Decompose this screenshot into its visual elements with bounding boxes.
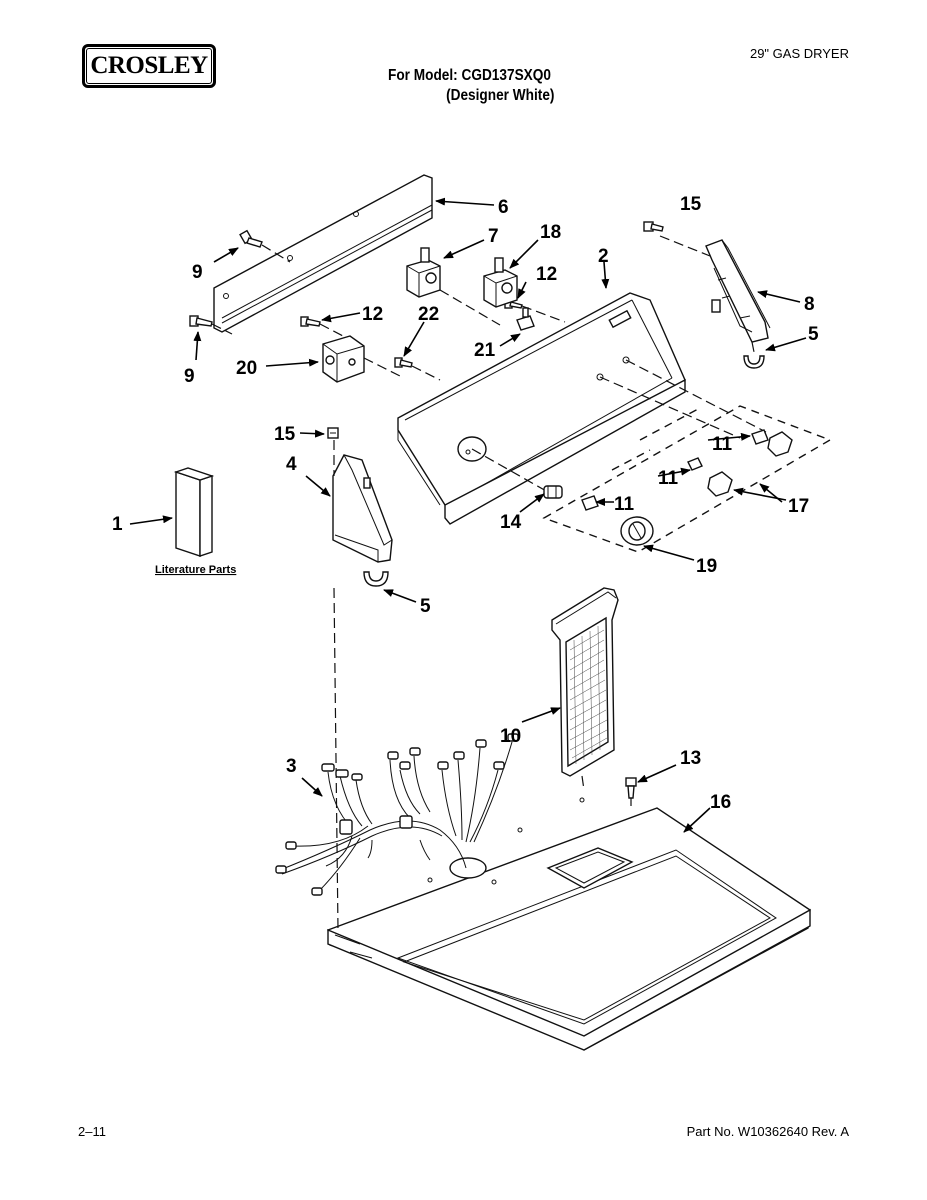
callout-6: 6 <box>498 197 509 218</box>
callout-12-left: 12 <box>362 304 383 325</box>
callout-18: 18 <box>540 222 561 243</box>
part-9-screw-bottom <box>189 315 233 335</box>
part-5-clip-right <box>743 355 765 369</box>
part-22-screw <box>394 357 441 381</box>
callout-21: 21 <box>474 340 496 361</box>
callout-3: 3 <box>286 756 297 777</box>
brand-name: CROSLEY <box>90 52 208 79</box>
part-knob-mid <box>707 471 733 497</box>
part-7-switch <box>406 247 501 326</box>
part-12-screw-right <box>504 299 566 323</box>
logo-frame: CROSLEY <box>86 48 212 84</box>
part-17-knob-kit-outline <box>542 405 832 553</box>
callout-19: 19 <box>696 556 717 577</box>
part-20-timer <box>322 335 401 383</box>
part-15-screw-right <box>643 221 664 232</box>
part-9-screw-top <box>239 229 291 263</box>
part-14-bushing <box>543 485 563 499</box>
callout-1: 1 <box>112 514 123 535</box>
callout-22: 22 <box>418 304 439 325</box>
part-18-switch <box>483 257 518 308</box>
callout-9-bottom: 9 <box>184 366 195 387</box>
callout-labels: 6 7 18 15 2 9 12 8 12 22 5 9 20 21 15 11… <box>112 194 819 813</box>
part-15-screw-left <box>327 427 339 439</box>
callout-12-right: 12 <box>536 264 557 285</box>
part-10-lint-screen <box>551 587 619 791</box>
part-2-console <box>397 292 767 525</box>
part-11-spring-mid <box>687 457 703 471</box>
callout-15-top: 15 <box>680 194 702 215</box>
model-line: For Model: CGD137SXQ0 <box>388 67 551 84</box>
callout-11-mid: 11 <box>658 468 679 489</box>
callout-17: 17 <box>788 496 809 517</box>
callout-5-left: 5 <box>420 596 431 617</box>
crosley-logo: CROSLEY <box>82 44 216 88</box>
literature-parts-label: Literature Parts <box>155 564 236 576</box>
model-heading: For Model: CGD137SXQ0 (Designer White) <box>388 66 554 106</box>
part-3-wire-harness <box>275 733 519 896</box>
callout-7: 7 <box>488 226 499 247</box>
callout-14: 14 <box>500 512 522 533</box>
callout-9-top: 9 <box>192 262 203 283</box>
callout-20: 20 <box>236 358 257 379</box>
callout-arrows <box>129 197 807 833</box>
callout-5-right: 5 <box>808 324 819 345</box>
callout-11-top: 11 <box>712 434 733 455</box>
callout-11-left: 11 <box>614 494 635 515</box>
part-1-literature <box>173 467 215 557</box>
part-number: Part No. W10362640 Rev. A <box>686 1124 849 1139</box>
part-19-timer-knob <box>620 516 654 546</box>
part-8-end-cap-right <box>659 235 771 353</box>
part-21-clip <box>516 307 535 331</box>
product-title: 29" GAS DRYER <box>749 46 849 61</box>
part-11-spring-left <box>581 495 599 511</box>
callout-13: 13 <box>680 748 701 769</box>
part-11-spring-top <box>751 429 769 445</box>
part-5-clip-left <box>363 571 389 587</box>
callout-16: 16 <box>710 792 731 813</box>
part-6-bracket <box>213 174 433 333</box>
part-4-end-cap-left <box>332 440 393 563</box>
part-knob-top <box>767 431 793 457</box>
callout-15-left: 15 <box>274 424 296 445</box>
part-12-screw-left <box>300 316 346 338</box>
callout-2: 2 <box>598 246 609 267</box>
page-number: 2–11 <box>78 1124 106 1139</box>
callout-8: 8 <box>804 294 815 315</box>
callout-10: 10 <box>500 726 521 747</box>
finish-line: (Designer White) <box>446 87 555 104</box>
callout-4: 4 <box>286 454 297 475</box>
part-13-screw <box>625 777 637 806</box>
part-16-top-panel <box>327 587 811 1051</box>
